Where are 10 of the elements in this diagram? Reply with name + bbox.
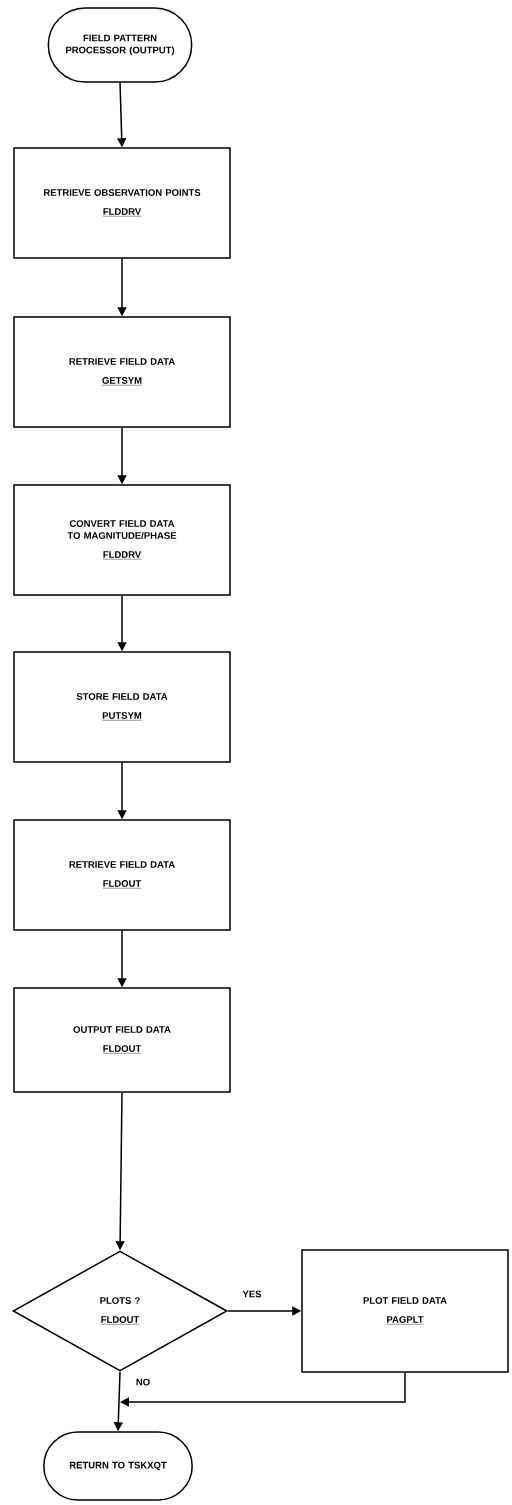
edge-label: NO [134, 1377, 152, 1387]
process-box: CONVERT FIELD DATA TO MAGNITUDE/PHASE FLDDRV [13, 484, 231, 596]
process-box: RETRIEVE FIELD DATA GETSYM [13, 316, 231, 428]
arrow [120, 1372, 406, 1407]
process-box: RETRIEVE OBSERVATION POINTS FLDDRV [13, 147, 231, 259]
process-box: OUTPUT FIELD DATA FLDOUT [13, 987, 231, 1093]
process-box: STORE FIELD DATA PUTSYM [13, 651, 231, 763]
edge-label: YES [241, 1289, 263, 1299]
process-box: PLOT FIELD DATA PAGPLT [301, 1249, 509, 1373]
process-box: RETRIEVE FIELD DATA FLDOUT [13, 819, 231, 931]
